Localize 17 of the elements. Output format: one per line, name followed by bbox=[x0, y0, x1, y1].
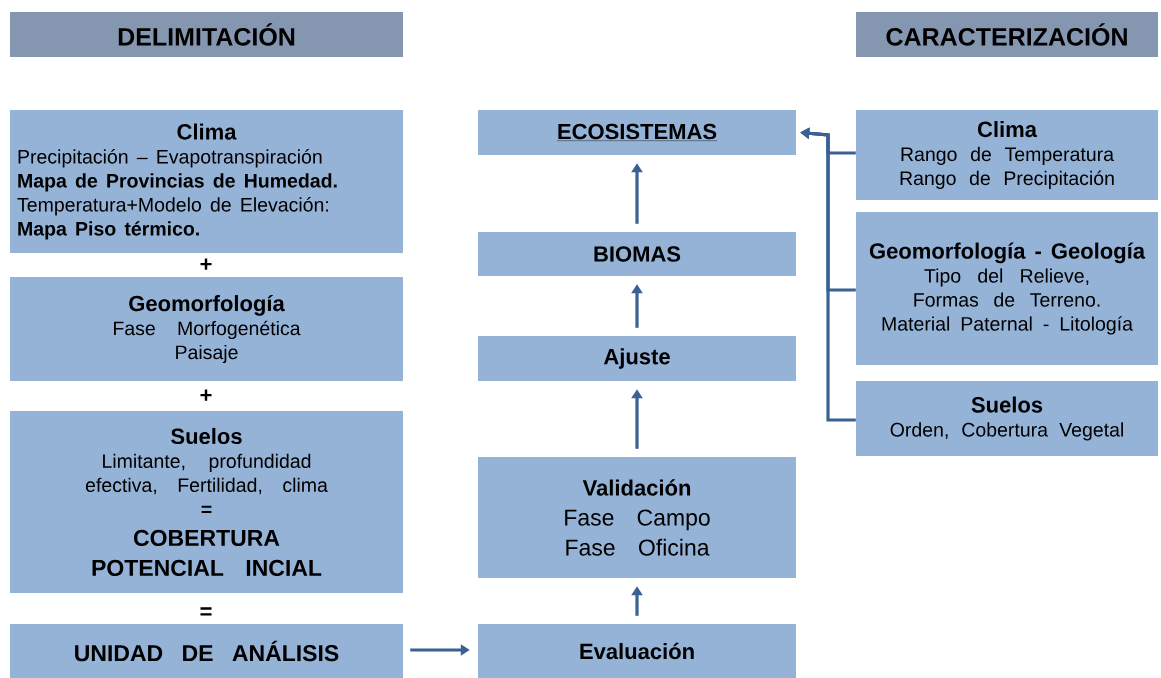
process-box: Clima Rango de Temperatura Rango de Precipitación bbox=[856, 110, 1158, 200]
process-box: Geomorfología Fase Morfogenética Paisaje bbox=[10, 277, 403, 381]
process-box: Evaluación bbox=[478, 624, 796, 678]
process-box: Suelos Orden, Cobertura Vegetal bbox=[856, 381, 1158, 456]
operator-symbol: = bbox=[200, 607, 212, 616]
process-box: BIOMAS bbox=[478, 232, 796, 276]
process-box: Ajuste bbox=[478, 336, 796, 381]
section-header: DELIMITACIÓN bbox=[10, 12, 403, 57]
process-box: Geomorfología - Geología Tipo del Relieve, Formas de Terreno. Material Paternal - Litología bbox=[856, 212, 1158, 365]
process-box: Suelos Limitante, profundidad efectiva, Fertilidad, clima = COBERTURA POTENCIAL INCIAL bbox=[10, 411, 403, 593]
process-box: UNIDAD DE ANÁLISIS bbox=[10, 624, 403, 678]
operator-symbol: + bbox=[200, 389, 212, 401]
section-header: CARACTERIZACIÓN bbox=[856, 12, 1158, 57]
process-box: Clima Precipitación – Evapotranspiración Mapa de Provincias de Humedad. Temperatura+Modelo de Elevación: Mapa Piso térmico. bbox=[10, 110, 403, 253]
process-box: Validación Fase Campo Fase Oficina bbox=[478, 457, 796, 578]
process-box: ECOSISTEMAS bbox=[478, 110, 796, 155]
operator-symbol: + bbox=[200, 258, 212, 270]
